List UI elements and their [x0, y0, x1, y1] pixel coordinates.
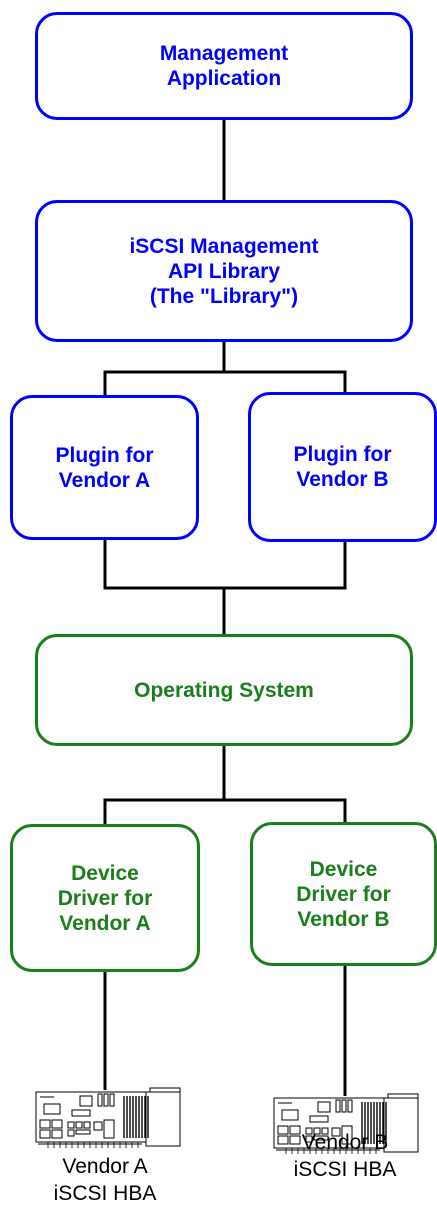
operating-system-box: Operating System	[35, 634, 413, 746]
connector-plugins-join	[103, 540, 347, 590]
hba-card-icon	[35, 1087, 181, 1148]
plugin-vendor-b-box: Plugin for Vendor B	[248, 392, 437, 542]
hba-card-icon	[273, 1093, 419, 1154]
connector-os-drivers	[103, 798, 347, 824]
device-driver-vendor-a-box: Device Driver for Vendor A	[10, 824, 200, 972]
connector-library-plugins	[103, 370, 347, 395]
hba-vendor-a-label: Vendor A iSCSI HBA	[53, 1155, 157, 1205]
api-library-box: iSCSI Management API Library (The "Libra…	[35, 200, 413, 342]
plugin-vendor-a-box: Plugin for Vendor A	[10, 395, 199, 540]
management-application-box: Management Application	[35, 12, 413, 120]
hba-vendor-b-label: Vendor B iSCSI HBA	[293, 1131, 397, 1181]
device-driver-vendor-b-box: Device Driver for Vendor B	[250, 822, 437, 966]
